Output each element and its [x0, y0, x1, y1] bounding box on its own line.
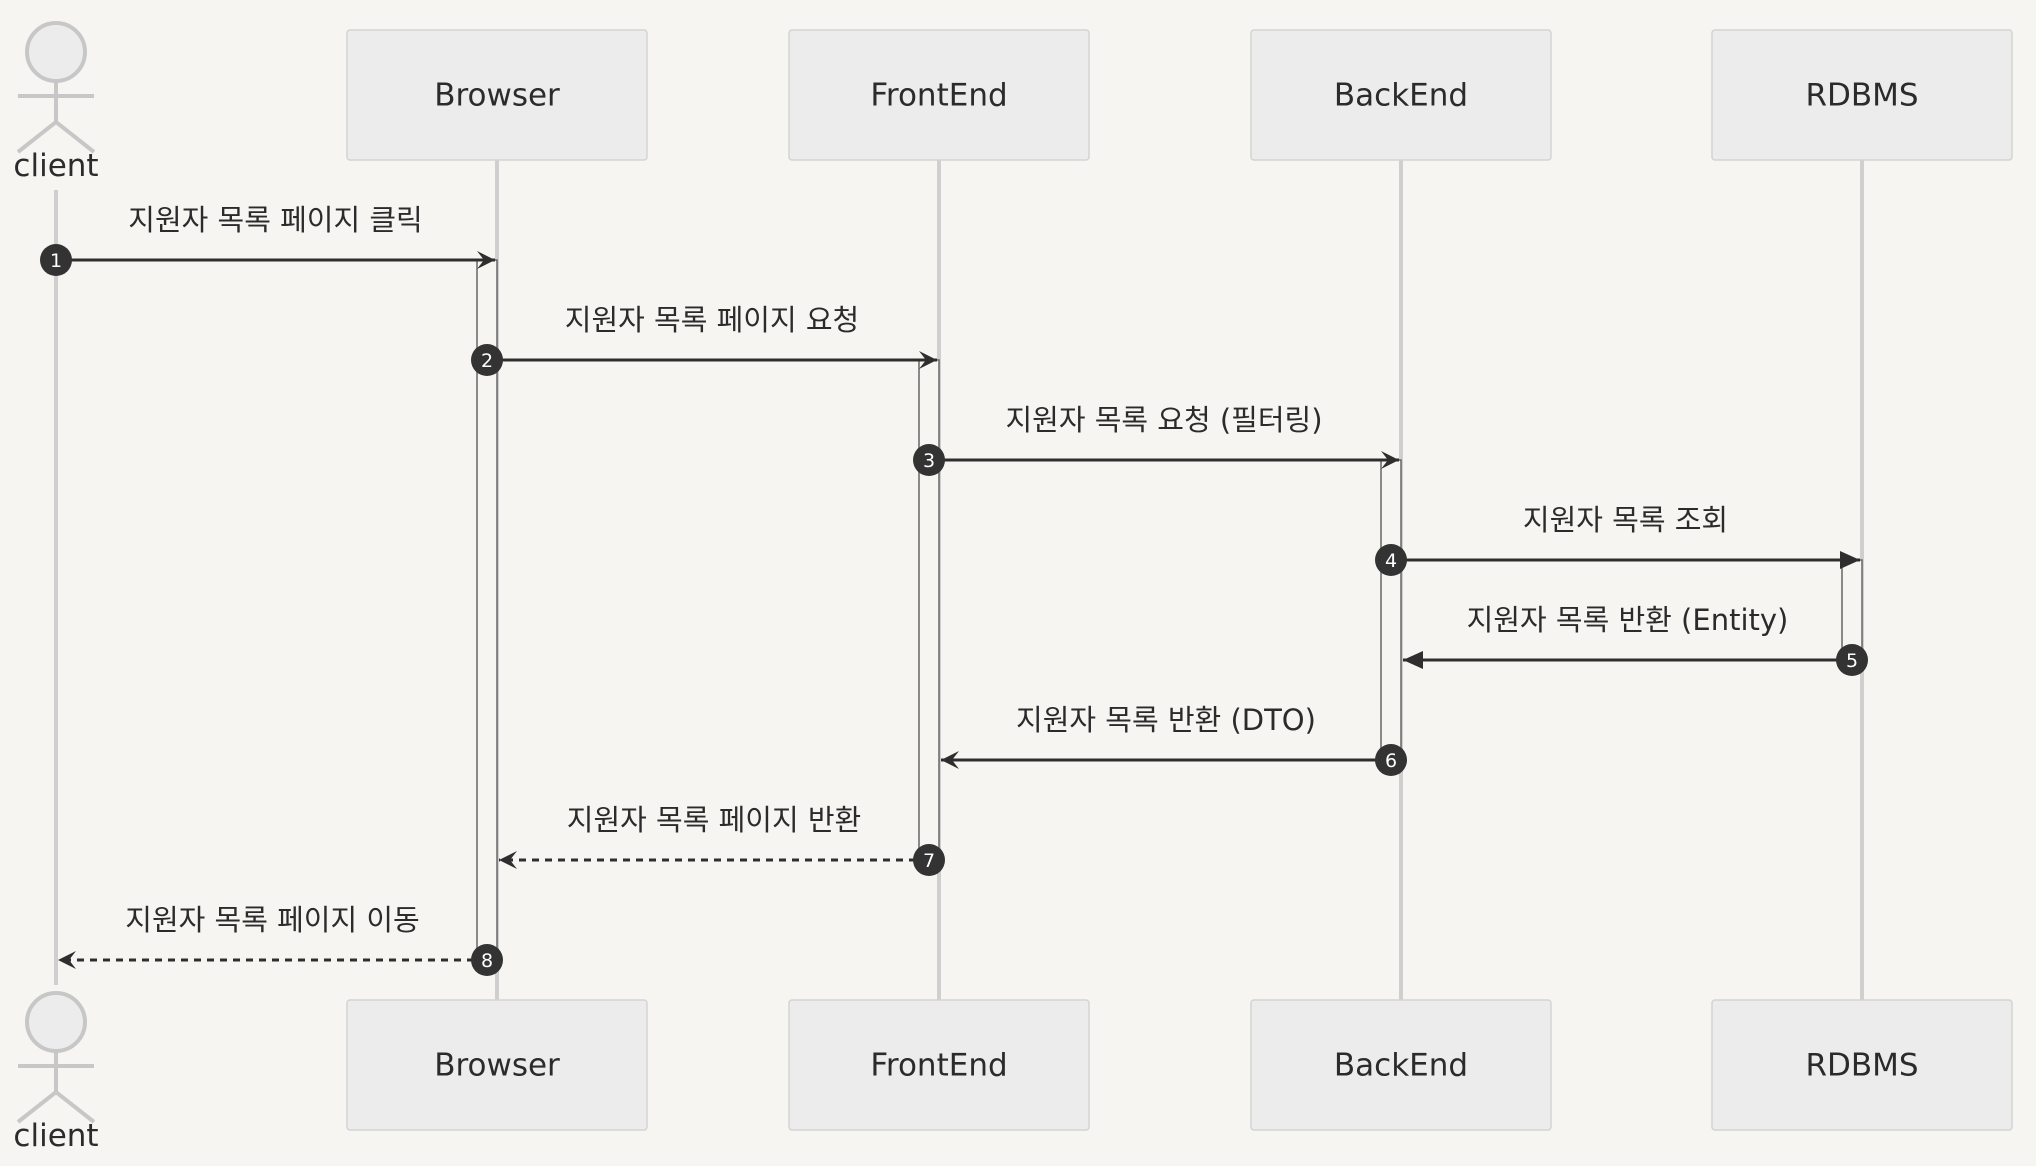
participant-label: RDBMS: [1805, 1048, 1918, 1084]
participant-rdbms-top[interactable]: RDBMS: [1711, 29, 2013, 161]
sequence-number-badge: [1836, 644, 1868, 676]
message-3[interactable]: 지원자 목록 요청 (필터링) 3: [913, 403, 1399, 476]
message-4[interactable]: 지원자 목록 조회 4: [1375, 503, 1860, 576]
participant-box: [788, 999, 1090, 1131]
sequence-number: 7: [923, 850, 935, 872]
message-2[interactable]: 지원자 목록 페이지 요청 2: [471, 303, 937, 376]
activation-backend: [1380, 459, 1402, 761]
sequence-number-badge: [471, 344, 503, 376]
sequence-number-badge: [1375, 744, 1407, 776]
sequence-number: 4: [1385, 550, 1397, 572]
message-1[interactable]: 지원자 목록 페이지 클릭 1: [40, 203, 495, 276]
participant-label: FrontEnd: [870, 1048, 1007, 1084]
actor-head-icon: [25, 21, 87, 83]
actor-legs-icon: [16, 1089, 96, 1124]
participant-browser-bottom[interactable]: Browser: [346, 999, 648, 1131]
sequence-number: 3: [923, 450, 935, 472]
actor-legs-icon: [16, 119, 96, 154]
message-label: 지원자 목록 반환 (DTO): [1016, 703, 1316, 737]
sequence-number-badge: [40, 244, 72, 276]
sequence-number: 6: [1385, 750, 1397, 772]
actor-head-icon: [25, 991, 87, 1053]
participant-label: FrontEnd: [870, 78, 1007, 114]
participant-box: [346, 999, 648, 1131]
participant-label: Browser: [434, 1048, 560, 1084]
message-7[interactable]: 지원자 목록 페이지 반환 7: [499, 803, 945, 876]
message-8[interactable]: 지원자 목록 페이지 이동 8: [58, 903, 503, 976]
message-label: 지원자 목록 페이지 반환: [567, 803, 861, 837]
participant-browser-top[interactable]: Browser: [346, 29, 648, 161]
participant-box: [346, 29, 648, 161]
sequence-number-badge: [913, 844, 945, 876]
actor-label: client: [13, 1118, 98, 1154]
participant-label: RDBMS: [1805, 78, 1918, 114]
participant-label: BackEnd: [1334, 1048, 1468, 1084]
actor-label: client: [13, 148, 98, 184]
participant-rdbms-bottom[interactable]: RDBMS: [1711, 999, 2013, 1131]
message-label: 지원자 목록 조회: [1523, 503, 1728, 537]
activation-frontend: [918, 359, 940, 861]
message-6[interactable]: 지원자 목록 반환 (DTO) 6: [941, 703, 1407, 776]
sequence-number: 5: [1846, 650, 1858, 672]
sequence-number-badge: [471, 944, 503, 976]
message-label: 지원자 목록 요청 (필터링): [1005, 403, 1322, 437]
sequence-number: 1: [50, 250, 62, 272]
participant-backend-top[interactable]: BackEnd: [1250, 29, 1552, 161]
sequence-number-badge: [1375, 544, 1407, 576]
participant-box: [1250, 999, 1552, 1131]
participant-box: [1711, 999, 2013, 1131]
participant-label: BackEnd: [1334, 78, 1468, 114]
participant-box: [1250, 29, 1552, 161]
participant-box: [788, 29, 1090, 161]
sequence-number-badge: [913, 444, 945, 476]
message-label: 지원자 목록 페이지 클릭: [128, 203, 422, 237]
message-label: 지원자 목록 반환 (Entity): [1467, 603, 1789, 637]
message-label: 지원자 목록 페이지 요청: [565, 303, 859, 337]
sequence-number: 2: [481, 350, 493, 372]
participant-frontend-bottom[interactable]: FrontEnd: [788, 999, 1090, 1131]
actor-client-bottom[interactable]: client: [13, 991, 99, 1154]
actor-client-top[interactable]: client: [13, 21, 99, 184]
participant-box: [1711, 29, 2013, 161]
participant-label: Browser: [434, 78, 560, 114]
participant-backend-bottom[interactable]: BackEnd: [1250, 999, 1552, 1131]
message-label: 지원자 목록 페이지 이동: [125, 903, 419, 937]
participant-frontend-top[interactable]: FrontEnd: [788, 29, 1090, 161]
sequence-number: 8: [481, 950, 493, 972]
message-5[interactable]: 지원자 목록 반환 (Entity) 5: [1403, 603, 1868, 676]
